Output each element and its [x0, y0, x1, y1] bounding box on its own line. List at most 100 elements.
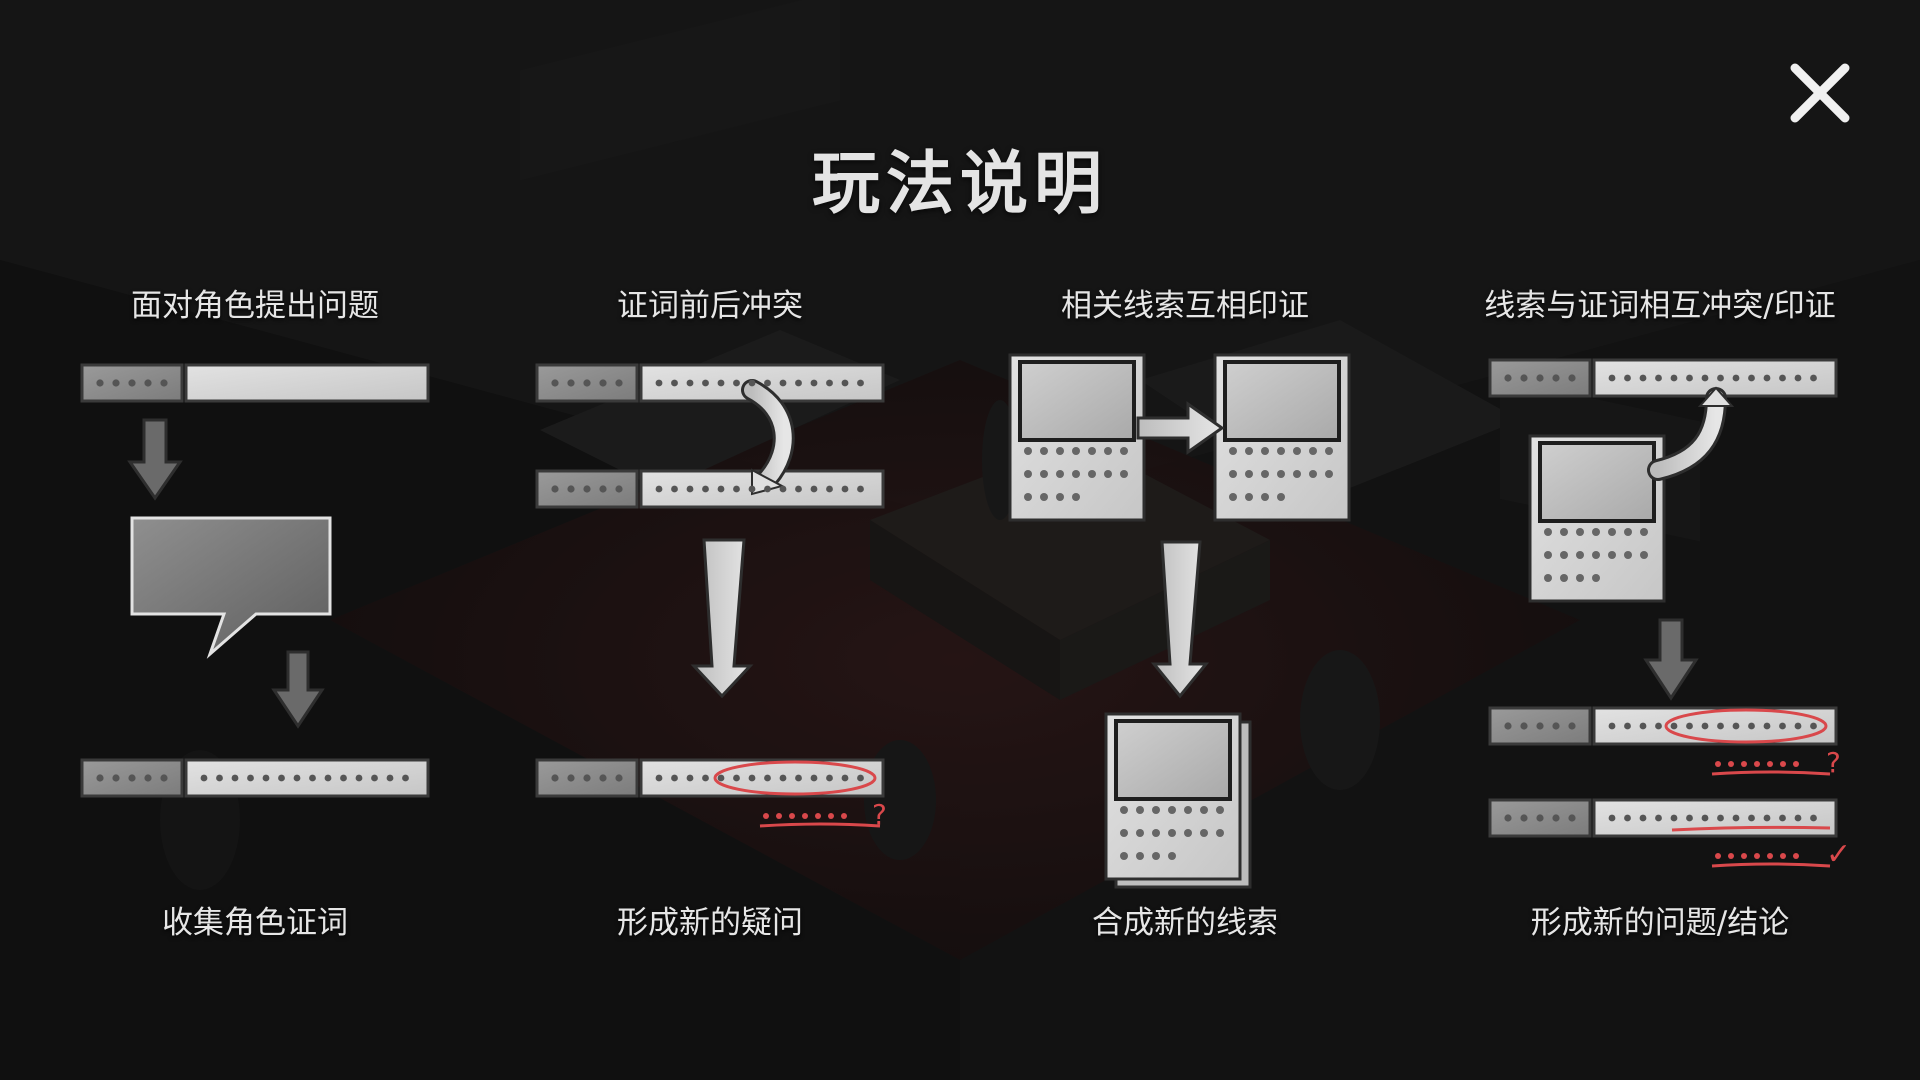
down-arrow-icon — [127, 418, 183, 501]
placeholder-dot — [779, 485, 787, 493]
placeholder-dot — [1104, 447, 1112, 455]
placeholder-dot — [1592, 528, 1600, 536]
clue-card — [1528, 434, 1666, 603]
placeholder-dot — [160, 774, 168, 782]
placeholder-dot — [216, 774, 223, 782]
curved-up-arrow-icon — [1647, 386, 1735, 481]
new-clue-card — [1104, 712, 1252, 889]
placeholder-dot — [1040, 493, 1048, 501]
placeholder-dot — [733, 774, 740, 782]
placeholder-dot — [655, 774, 663, 782]
step-1-top-label: 面对角色提出问题 — [131, 288, 379, 324]
placeholder-dot — [1560, 551, 1568, 559]
placeholder-dot — [1568, 722, 1576, 730]
placeholder-dot — [789, 813, 795, 819]
placeholder-dot — [615, 774, 623, 782]
placeholder-dot — [702, 379, 709, 387]
long-down-arrow-icon — [1150, 540, 1210, 699]
placeholder-dot — [1216, 829, 1224, 837]
placeholder-dot — [1576, 528, 1584, 536]
placeholder-dot — [1748, 722, 1755, 730]
placeholder-dot — [1277, 447, 1285, 455]
placeholder-dot — [1810, 814, 1817, 822]
question-mark: ? — [872, 798, 887, 831]
placeholder-dot — [1325, 470, 1333, 478]
long-down-arrow-icon — [690, 538, 754, 699]
placeholder-dot — [567, 485, 575, 493]
placeholder-dot — [779, 379, 787, 387]
placeholder-dot — [1309, 470, 1317, 478]
placeholder-dot — [828, 813, 834, 819]
placeholder-dot — [340, 774, 347, 782]
placeholder-dot — [1120, 852, 1128, 860]
step-2-top-label: 证词前后冲突 — [617, 288, 803, 324]
close-button[interactable] — [1785, 58, 1855, 128]
placeholder-dot — [1560, 574, 1568, 582]
placeholder-dot — [857, 485, 864, 493]
placeholder-dot — [1536, 814, 1544, 822]
placeholder-dot — [717, 774, 725, 782]
placeholder-dot — [1670, 374, 1678, 382]
placeholder-dot — [764, 379, 771, 387]
placeholder-dot — [551, 774, 559, 782]
placeholder-dot — [1120, 829, 1128, 837]
placeholder-dot — [1552, 374, 1560, 382]
question-mark: ? — [1826, 746, 1841, 779]
placeholder-dot — [810, 379, 818, 387]
placeholder-dot — [1277, 493, 1285, 501]
placeholder-dot — [96, 774, 104, 782]
placeholder-dot — [1229, 493, 1237, 501]
placeholder-dot — [764, 485, 771, 493]
placeholder-dot — [795, 485, 802, 493]
placeholder-dot — [1754, 853, 1760, 859]
placeholder-dot — [1717, 374, 1724, 382]
placeholder-dot — [1592, 574, 1600, 582]
placeholder-dot — [1592, 551, 1600, 559]
placeholder-dot — [826, 485, 833, 493]
placeholder-dot — [1701, 374, 1709, 382]
placeholder-dot — [826, 774, 833, 782]
placeholder-dot — [686, 774, 694, 782]
placeholder-dot — [1040, 470, 1048, 478]
page-title: 玩法说明 — [811, 145, 1108, 224]
placeholder-dot — [583, 485, 591, 493]
placeholder-dot — [1200, 806, 1208, 814]
placeholder-dot — [144, 774, 152, 782]
placeholder-dot — [1763, 814, 1771, 822]
placeholder-dot — [1717, 814, 1724, 822]
placeholder-dot — [1794, 374, 1802, 382]
placeholder-dot — [1701, 722, 1709, 730]
placeholder-dot — [1728, 761, 1734, 767]
placeholder-dot — [1686, 374, 1693, 382]
placeholder-dot — [1120, 806, 1128, 814]
placeholder-dot — [1624, 722, 1631, 730]
step-1-bottom-label: 收集角色证词 — [162, 905, 348, 941]
step-2-bottom-label: 形成新的疑问 — [617, 905, 803, 941]
step-3-bottom-label: 合成新的线索 — [1092, 905, 1278, 941]
placeholder-dot — [1520, 374, 1528, 382]
placeholder-dot — [1576, 551, 1584, 559]
placeholder-dot — [1715, 761, 1721, 767]
placeholder-dot — [247, 774, 254, 782]
question-bar — [80, 363, 430, 403]
placeholder-dot — [1293, 470, 1301, 478]
placeholder-dot — [1810, 722, 1817, 730]
placeholder-dot — [1536, 722, 1544, 730]
placeholder-dot — [1624, 814, 1631, 822]
placeholder-dot — [733, 379, 740, 387]
placeholder-dot — [671, 774, 678, 782]
placeholder-dot — [1624, 374, 1631, 382]
placeholder-dot — [1520, 814, 1528, 822]
placeholder-dot — [599, 379, 607, 387]
question-annotation: ? — [1711, 746, 1841, 779]
placeholder-dot — [324, 774, 332, 782]
placeholder-dot — [1741, 761, 1747, 767]
placeholder-dot — [615, 485, 623, 493]
placeholder-dot — [655, 485, 663, 493]
placeholder-dot — [551, 379, 559, 387]
placeholder-dot — [1544, 574, 1552, 582]
placeholder-dot — [1184, 806, 1192, 814]
placeholder-dot — [1504, 374, 1512, 382]
placeholder-dot — [1655, 374, 1662, 382]
placeholder-dot — [1560, 528, 1568, 536]
